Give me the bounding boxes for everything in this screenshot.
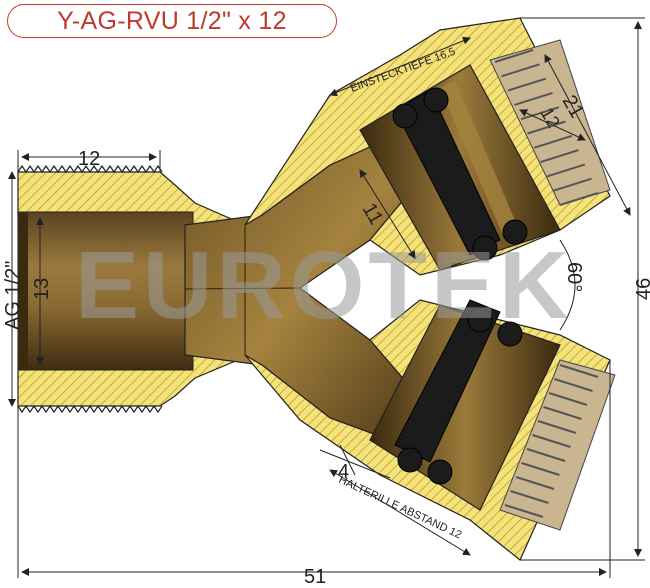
retaining-tooth xyxy=(501,63,540,78)
title-text: Y-AG-RVU 1/2" x 12 xyxy=(57,7,287,35)
retaining-tooth xyxy=(504,504,544,518)
retaining-tooth xyxy=(526,448,566,462)
retaining-tooth xyxy=(554,378,593,392)
dim-thread-label: AG 1/2" xyxy=(2,261,24,330)
retaining-tooth xyxy=(548,392,588,406)
upper-branch xyxy=(244,17,611,276)
retaining-tooth xyxy=(537,420,577,434)
shank-bore-edge xyxy=(18,212,28,370)
retaining-tooth xyxy=(543,406,582,420)
title-badge: Y-AG-RVU 1/2" x 12 xyxy=(7,4,337,38)
dim-thread-length: 12 xyxy=(78,148,100,170)
dim-angle: 60° xyxy=(563,262,585,292)
retaining-tooth xyxy=(559,364,599,378)
retaining-tooth xyxy=(494,49,534,63)
dim-groove-offset: 4 xyxy=(338,461,349,483)
retaining-tooth xyxy=(532,434,571,448)
lower-branch xyxy=(244,299,616,561)
dim-total-length: 51 xyxy=(304,566,326,583)
retaining-tooth xyxy=(510,490,549,504)
watermark: EUROTEK xyxy=(75,232,572,339)
retaining-tooth xyxy=(507,77,547,92)
dim-total-height: 46 xyxy=(633,278,650,300)
dim-bore: 13 xyxy=(31,278,53,300)
retaining-tooth xyxy=(515,476,555,490)
dimension-lines xyxy=(8,17,645,578)
retaining-tooth xyxy=(521,462,560,476)
